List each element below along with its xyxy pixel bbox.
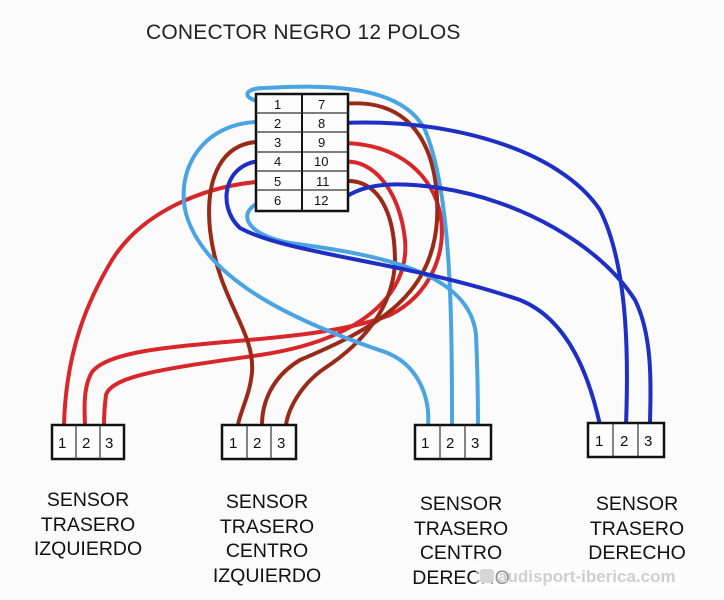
sensor-plug-centre-left: 1 2 3 (220, 423, 298, 461)
wire-red-pin5-to-left-sensor-1 (62, 179, 270, 427)
left-sensor-pin-3: 3 (105, 435, 113, 452)
cr-sensor-pin-2: 2 (446, 435, 454, 452)
sensor-label-line: IZQUIERDO (33, 538, 143, 560)
connector-pin-1: 1 (274, 97, 281, 112)
cl-sensor-pin-2: 2 (253, 435, 261, 452)
sensor-label-line: CENTRO (419, 542, 503, 564)
connector-pin-3: 3 (274, 135, 281, 150)
sensor-label-line: TRASERO (413, 517, 509, 540)
sensor-label-line: SENSOR (225, 491, 309, 513)
wire-lightblue-pin6-to-cr-sensor-3 (245, 197, 480, 427)
connector-pin-4: 4 (274, 154, 281, 169)
sensor-label-line: SENSOR (46, 489, 130, 511)
connector-pin-8: 8 (318, 116, 325, 131)
sensor-label-centre-left: SENSOR TRASERO CENTRO IZQUIERDO (202, 490, 332, 588)
sensor-plug-centre-right: 1 2 3 (413, 423, 493, 461)
connector-pin-7: 7 (318, 97, 325, 112)
watermark-logo-icon (480, 569, 494, 583)
sensor-label-line: SENSOR (595, 493, 679, 515)
r-sensor-pin-2: 2 (620, 433, 628, 450)
sensor-label-line: TRASERO (40, 513, 136, 536)
wire-darkblue-pin4-to-r-sensor-1 (224, 158, 602, 427)
connector-pin-9: 9 (318, 135, 325, 150)
wire-darkblue-pin12-to-r-sensor-3 (341, 182, 653, 427)
sensor-label-line: TRASERO (589, 517, 685, 540)
cr-sensor-pin-1: 1 (421, 435, 429, 452)
connector-pin-6: 6 (274, 193, 281, 208)
sensor-label-centre-right: SENSOR TRASERO CENTRO DERECHO (396, 492, 526, 590)
sensor-label-line: CENTRO (225, 540, 309, 562)
connector-pin-12: 12 (314, 193, 328, 208)
wire-lightblue-pin1-to-cr-sensor-2 (245, 84, 454, 427)
wire-lightblue-pin2-to-cr-sensor-1 (181, 119, 431, 427)
left-sensor-pin-1: 1 (58, 435, 66, 452)
cl-sensor-pin-1: 1 (229, 435, 237, 452)
connector-pin-2: 2 (274, 116, 281, 131)
cl-sensor-pin-3: 3 (277, 435, 285, 452)
sensor-plug-left: 1 2 3 (50, 423, 126, 461)
watermark: audisport-iberica.com (476, 566, 680, 589)
sensor-label-line: SENSOR (419, 493, 503, 515)
cr-sensor-pin-3: 3 (471, 435, 479, 452)
wire-brown-pin11-to-cl-sensor-3 (284, 178, 397, 427)
watermark-text: audisport-iberica.com (498, 567, 676, 586)
wire-darkblue-pin8-to-r-sensor-2 (341, 120, 629, 427)
sensor-label-left: SENSOR TRASERO IZQUIERDO (28, 488, 148, 562)
sensor-label-right: SENSOR TRASERO DERECHO (572, 492, 702, 566)
sensor-label-line: DERECHO (588, 542, 686, 564)
sensor-plug-right: 1 2 3 (586, 421, 666, 459)
diagram-title: CONECTOR NEGRO 12 POLOS (146, 21, 461, 44)
r-sensor-pin-1: 1 (595, 433, 603, 450)
sensor-label-line: TRASERO (219, 515, 315, 538)
connector-pin-10: 10 (314, 154, 328, 169)
left-sensor-pin-2: 2 (82, 435, 90, 452)
wire-brown-pin7-to-cl-sensor-2 (260, 101, 440, 427)
r-sensor-pin-3: 3 (644, 433, 652, 450)
sensor-label-line: IZQUIERDO (212, 564, 322, 587)
connector-pin-5: 5 (274, 174, 281, 189)
wire-brown-pin3-to-cl-sensor-1 (207, 139, 270, 427)
connector-pin-11: 11 (316, 174, 330, 189)
wire-red-pin10-to-left-sensor-3 (102, 159, 408, 427)
connector-12-pole: 1 2 3 4 5 6 7 8 9 10 11 12 (254, 92, 350, 213)
wires (62, 84, 653, 427)
